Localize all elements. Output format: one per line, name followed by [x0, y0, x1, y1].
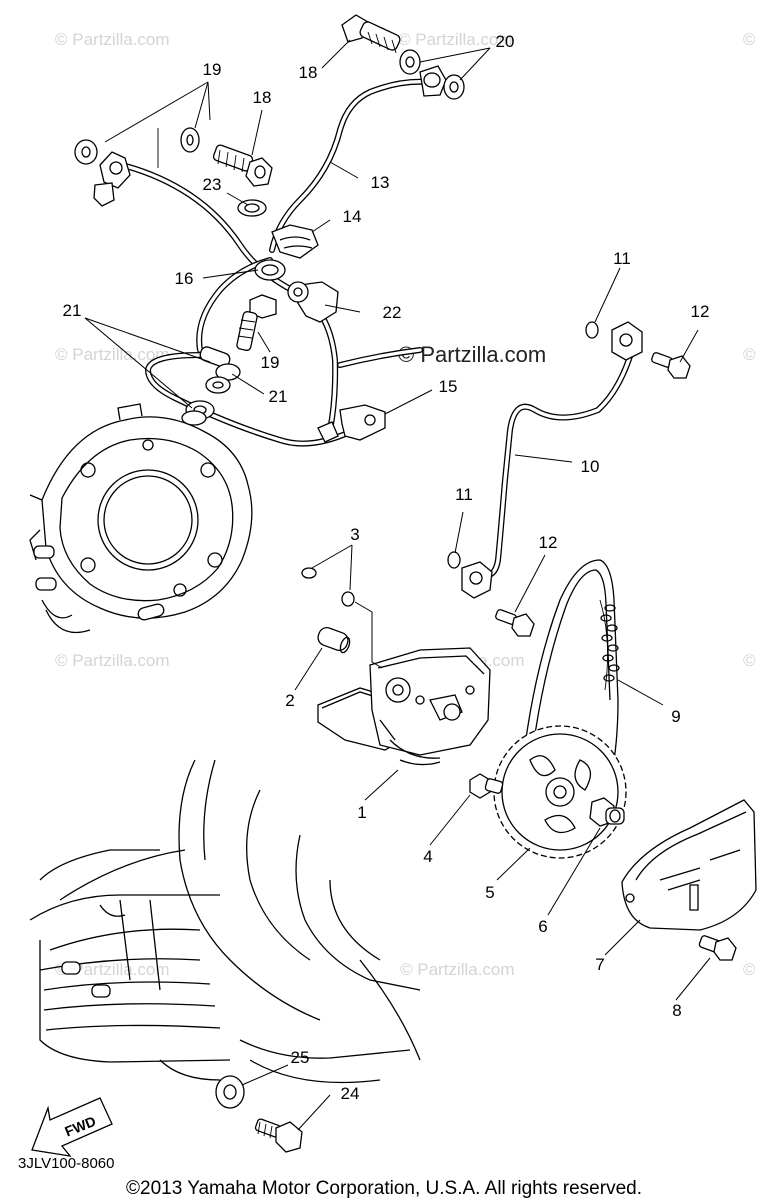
watermark: © Partzilla.com: [398, 30, 513, 49]
o-ring-11: [447, 321, 599, 569]
bolt-12: [495, 352, 691, 637]
callout-label: 22: [383, 303, 402, 322]
callout-label: 3: [350, 525, 359, 544]
callout-label: 10: [581, 457, 600, 476]
oil-pump-assembly-1: [317, 647, 491, 766]
callout-label: 4: [423, 847, 432, 866]
callout-label: 25: [291, 1048, 310, 1067]
oil-pipe-10: [461, 321, 643, 599]
copyright-notice: ©2013 Yamaha Motor Corporation, U.S.A. A…: [126, 1178, 642, 1199]
callout-label: 15: [439, 377, 458, 396]
drive-chain-9: [519, 559, 620, 801]
o-ring-3: [301, 567, 355, 607]
banjo-fitting-left: [93, 151, 131, 207]
leader-lines: [84, 39, 711, 1131]
fwd-arrow-icon: FWD: [31, 1097, 113, 1157]
bolt-6: [589, 797, 625, 827]
banjo-fitting-right: [419, 65, 447, 97]
watermark-corner: ©: [743, 345, 756, 364]
callout-label: 11: [455, 485, 473, 504]
union-bolt-18-top: [341, 14, 401, 54]
callout-label: 21: [63, 301, 82, 320]
watermark-corner: ©: [743, 651, 756, 670]
callout-label: 2: [285, 691, 294, 710]
watermark: © Partzilla.com: [55, 651, 170, 670]
union-bolt-21-fittings: [181, 346, 241, 426]
watermark-corner: ©: [743, 30, 756, 49]
bolt-4: [469, 773, 504, 799]
callout-label: 11: [613, 249, 631, 268]
callout-label: 20: [496, 32, 515, 51]
clamp-22: [287, 281, 339, 323]
callout-label: 19: [203, 60, 222, 79]
callout-label: 12: [539, 533, 558, 552]
union-bolt-18-mid: [212, 144, 273, 187]
watermark-overlay: © Partzilla.com: [398, 342, 546, 367]
callout-label: 18: [253, 88, 272, 107]
diagram-code: 3JLV100-8060: [18, 1155, 114, 1172]
callout-label: 8: [672, 1001, 681, 1020]
chain-cover-7: [621, 799, 757, 931]
callout-label: 9: [671, 707, 680, 726]
callout-numbers: 19 20 18 18 13 23 14 16 22 21 19 21 15 1…: [63, 32, 710, 1103]
callout-label: 24: [341, 1084, 360, 1103]
driven-sprocket-5: [493, 725, 627, 859]
watermark: © Partzilla.com: [400, 960, 515, 979]
bracket-15: [317, 404, 386, 443]
drain-bolt-24: [254, 1118, 303, 1153]
callout-label: 23: [203, 175, 222, 194]
callout-label: 14: [343, 207, 362, 226]
cylinder-head-outline: [29, 403, 253, 634]
watermark: © Partzilla.com: [55, 960, 170, 979]
callout-label: 16: [175, 269, 194, 288]
clip-23: [237, 199, 267, 217]
washer-25: [215, 1075, 245, 1109]
watermark-corner: ©: [743, 960, 756, 979]
callout-label: 18: [299, 63, 318, 82]
bolt-8: [698, 935, 737, 961]
watermark: © Partzilla.com: [55, 345, 170, 364]
callout-label: 19: [261, 353, 280, 372]
dowel-pin-2: [317, 627, 351, 654]
callout-label: 6: [538, 917, 547, 936]
union-bolt-20: [236, 294, 277, 351]
callout-label: 5: [485, 883, 494, 902]
callout-label: 21: [269, 387, 288, 406]
callout-label: 13: [371, 173, 390, 192]
watermarks: © Partzilla.com © Partzilla.com © © Part…: [55, 30, 756, 979]
washer-19-left: [74, 127, 200, 165]
callout-label: 7: [595, 955, 604, 974]
clamp-14: [271, 224, 319, 259]
watermark: © Partzilla.com: [55, 30, 170, 49]
callout-label: 1: [357, 803, 366, 822]
clip-16: [254, 259, 286, 281]
callout-label: 12: [691, 302, 710, 321]
chain-link-detail: [600, 604, 620, 682]
crankcase-outline: [29, 759, 421, 1084]
